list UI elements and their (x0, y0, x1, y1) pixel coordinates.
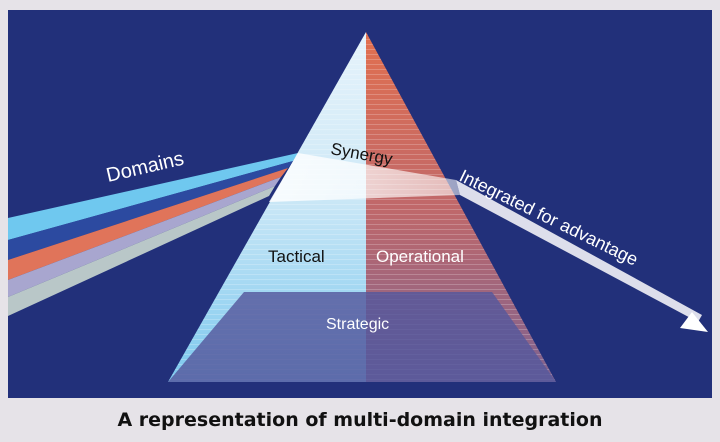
strategic-face (168, 292, 556, 382)
domain-beams (8, 153, 298, 316)
integrated-beam (456, 180, 702, 322)
domain-beam-3 (8, 168, 288, 280)
label-strategic: Strategic (326, 316, 389, 333)
domain-beam-2 (8, 161, 293, 260)
prism-diagram: Domains Synergy Tactical Operational Str… (8, 10, 712, 398)
label-operational: Operational (376, 247, 464, 266)
domain-beam-5 (8, 186, 275, 316)
figure-caption: A representation of multi-domain integra… (117, 409, 603, 431)
label-tactical: Tactical (268, 247, 325, 266)
synergy-band (269, 153, 460, 202)
domain-beam-1 (8, 153, 298, 240)
domain-beam-4 (8, 177, 281, 297)
arrow-head-icon (680, 312, 708, 332)
